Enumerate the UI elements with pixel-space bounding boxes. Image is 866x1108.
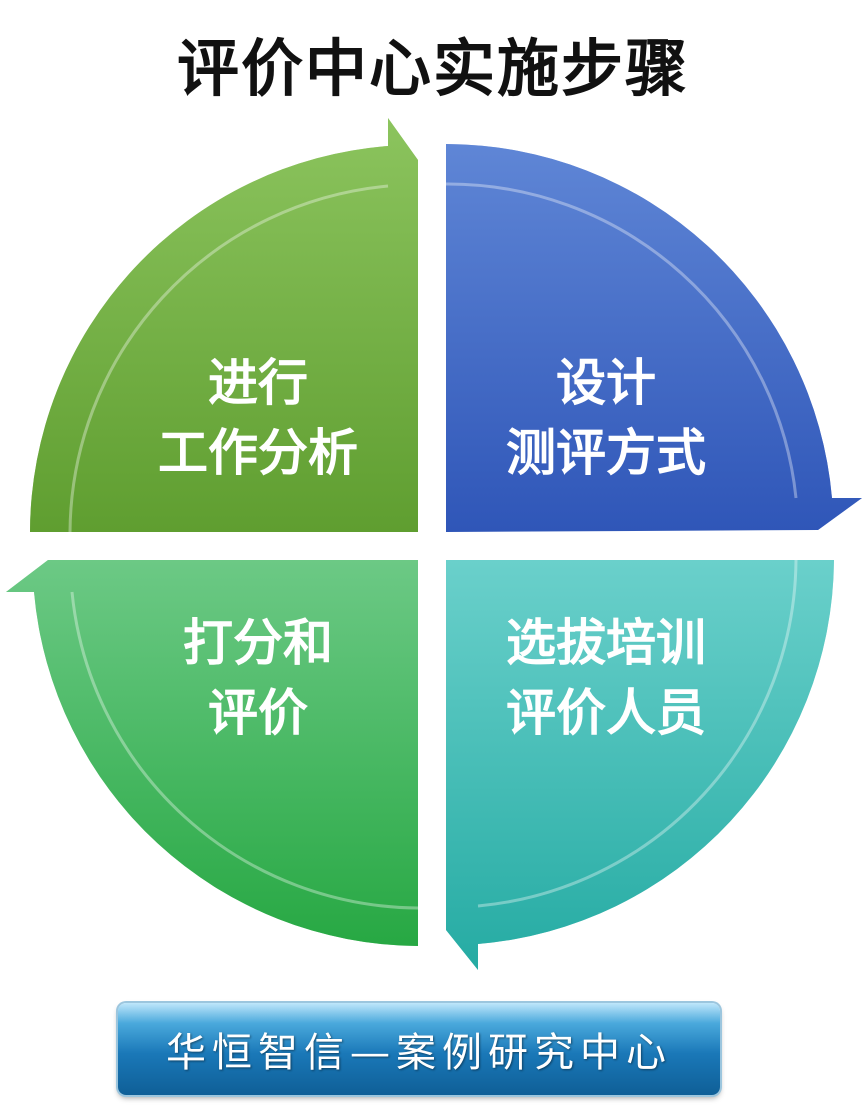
footer-text: 华恒智信—案例研究中心 bbox=[166, 1030, 672, 1076]
quadrant-bottom-left bbox=[6, 560, 419, 946]
quadrant-top-right-line-1: 设计 bbox=[556, 354, 656, 412]
footer-banner: 华恒智信—案例研究中心 bbox=[118, 1003, 720, 1095]
quadrant-bottom-right-line-2: 评价人员 bbox=[506, 684, 706, 742]
quadrant-bottom-left-line-1: 打分和 bbox=[183, 614, 333, 672]
page-title: 评价中心实施步骤 bbox=[176, 32, 689, 105]
quadrant-top-right-line-2: 测评方式 bbox=[506, 424, 706, 482]
quadrant-top-right bbox=[445, 144, 862, 532]
quadrant-bottom-right bbox=[446, 559, 834, 970]
quadrant-top-left bbox=[30, 118, 418, 533]
quadrant-bottom-left-line-2: 评价 bbox=[208, 684, 308, 742]
quadrant-top-left-line-1: 进行 bbox=[208, 354, 308, 412]
quadrant-bottom-right-line-1: 选拔培训 bbox=[506, 614, 706, 672]
quadrant-top-left-line-2: 工作分析 bbox=[158, 424, 358, 482]
